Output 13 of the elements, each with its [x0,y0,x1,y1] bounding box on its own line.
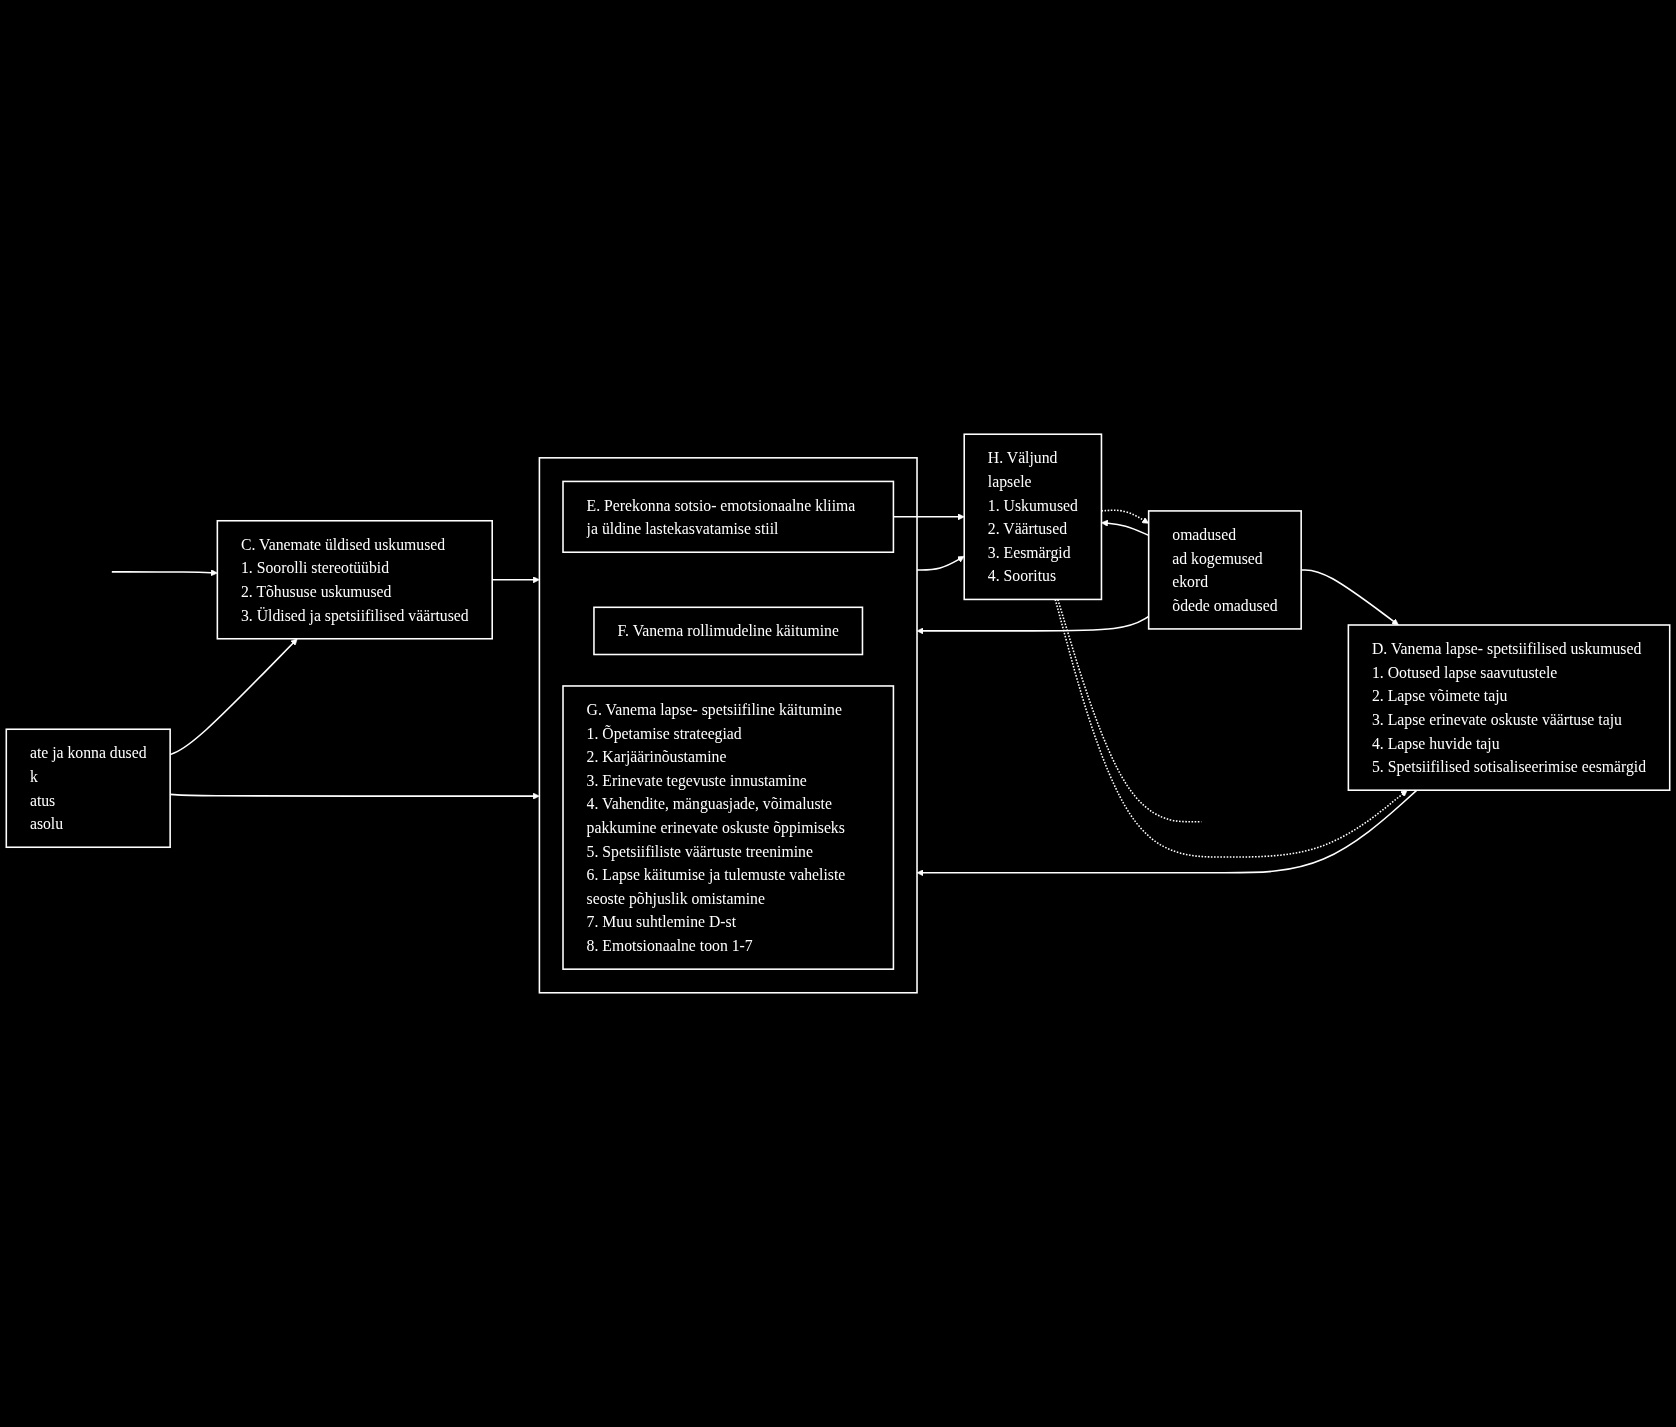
cluster [538,457,918,994]
node-box: G. Vanema lapse- spetsiifiline käitumine 1. Õpetamise strateegiad 2. Karjäärinõustamine 3. Erinevate tegevuste innustamine 4. Vahendite, mänguasjade, võimaluste pakkumine erinevate oskuste õppimiseks 5. Spetsiifiliste väärtuste treenimine 6. Lapse käitumise ja tulemuste vaheliste seoste põhjuslik omistamine 7. Muu suhtlemine D-st 8. Emotsionaalne toon 1-7 [562,685,895,970]
node-box: D. Vanema lapse- spetsiifilised uskumused 1. Ootused lapse saavutustele 2. Lapse võimete taju 3. Lapse erinevate oskuste väärtuse taju 4. Lapse huvide taju 5. Spetsiifilised sotisaliseerimise eesmärgid [1347,624,1671,791]
node-box: H. Väljund lapsele 1. Uskumused 2. Väärtused 3. Eesmärgid 4. Sooritus [963,433,1103,601]
arrow [111,569,218,577]
node-box: C. Vanemate üldised uskumused 1. Soorolli stereotüübid 2. Tõhususe uskumused 3. Üldised ja spetsiifilised väärtused [216,519,493,640]
arrow [916,789,1418,877]
node-box: F. Vanema rollimudeline käitumine [593,606,864,656]
arrow [1054,598,1408,858]
node-box: ate ja konna dused k atus asolu [5,728,171,849]
arrow [916,556,965,571]
node-box: omadused ad kogemused ekord õdede omadused [1147,510,1302,630]
node-box: E. Perekonna sotsio- emotsionaalne kliima ja üldine lastekasvatamise stiil [562,480,895,553]
